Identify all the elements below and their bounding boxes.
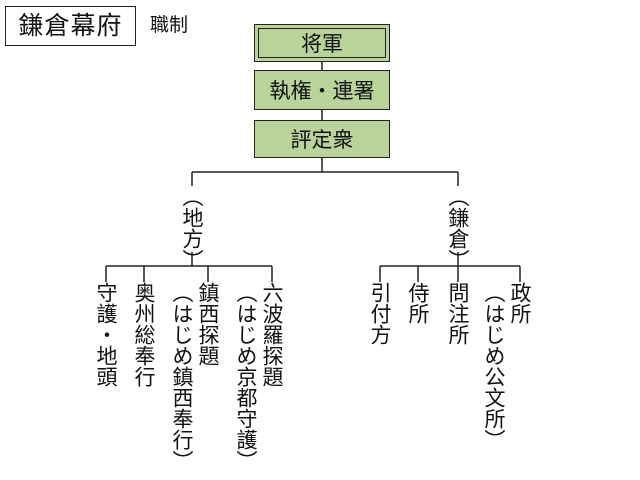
node-hyojoshu-label: 評定衆: [290, 128, 354, 152]
office-oshu-sobugyo: 奥州総奉行: [132, 282, 156, 387]
office-rokuhara-tandai-note: （はじめ京都守護）: [234, 282, 258, 471]
office-monchujo: 問注所: [446, 282, 470, 345]
office-hikitsukekata: 引付方: [368, 282, 392, 345]
node-hyojoshu: 評定衆: [254, 120, 390, 158]
office-shugo-jito: 守護・地頭: [94, 282, 118, 387]
office-samurai-dokoro: 侍所: [406, 282, 430, 324]
office-chinzei-tandai-note: （はじめ鎮西奉行）: [170, 282, 194, 471]
diagram-title: 鎌倉幕府: [5, 6, 136, 46]
branch-label-kamakura: （鎌倉）: [446, 186, 470, 270]
node-shogun-label: 将軍: [301, 32, 343, 56]
diagram-subtitle: 職制: [150, 14, 189, 36]
branch-label-chiho: （地方）: [180, 186, 204, 270]
office-rokuhara-tandai: 六波羅探題: [260, 282, 284, 387]
office-chinzei-tandai: 鎮西探題: [196, 282, 220, 366]
node-shogun-inner-border: [258, 28, 386, 58]
node-shogun: 将軍: [254, 24, 390, 62]
node-shikken-rensho-label: 執権・連署: [269, 79, 375, 103]
office-mandokoro: 政所: [508, 282, 532, 324]
node-shikken-rensho: 執権・連署: [254, 70, 390, 110]
office-mandokoro-note: （はじめ公文所）: [482, 282, 506, 450]
